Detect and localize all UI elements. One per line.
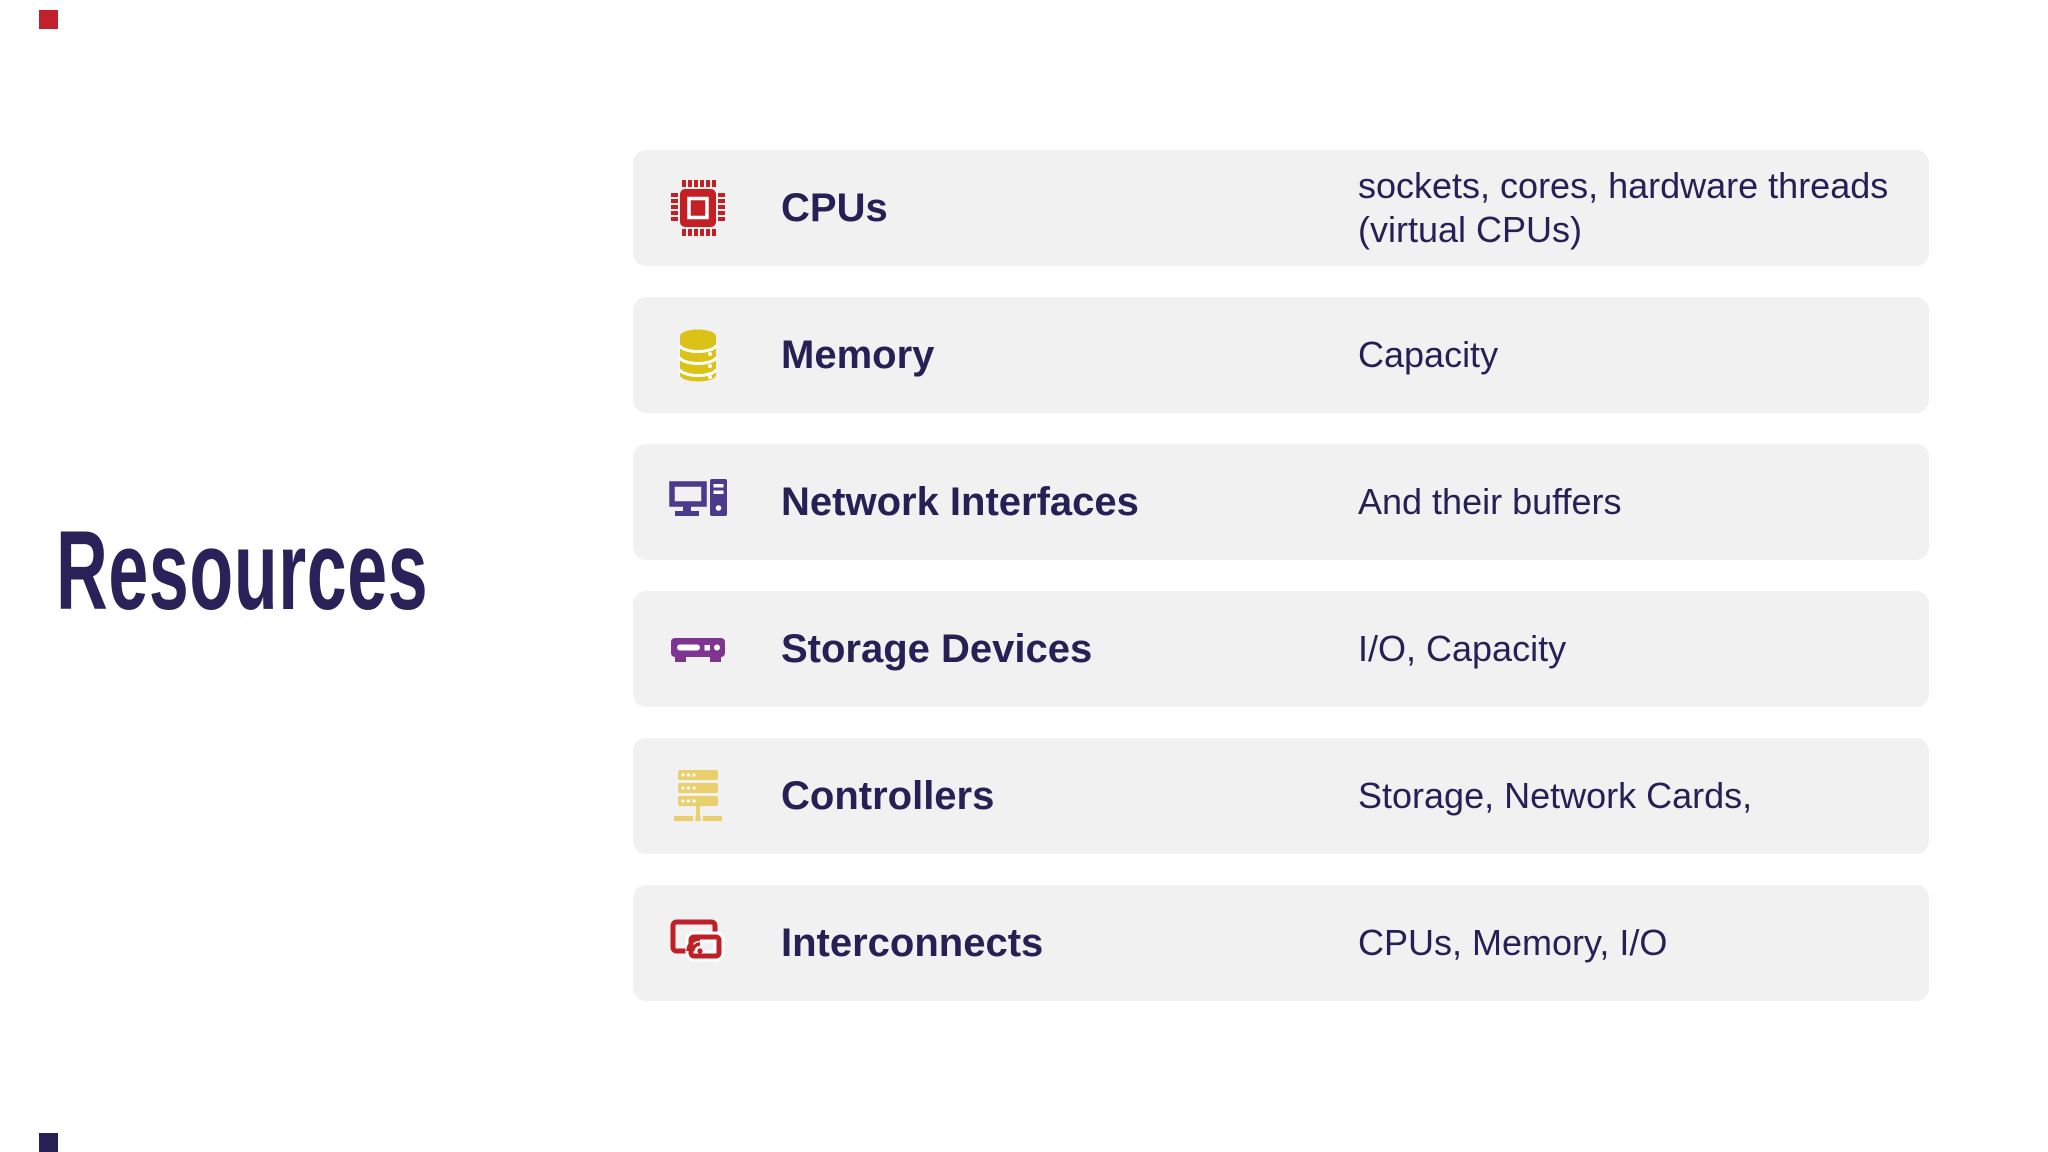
server-rack-icon xyxy=(666,764,730,828)
list-item-memory: Memory Capacity xyxy=(633,297,1929,413)
database-icon xyxy=(666,323,730,387)
page-title: Resources xyxy=(56,508,429,633)
list-item-description: I/O, Capacity xyxy=(1358,628,1567,669)
list-item-interconnects: Interconnects CPUs, Memory, I/O xyxy=(633,885,1929,1001)
list-item-network-interfaces: Network Interfaces And their buffers xyxy=(633,444,1929,560)
cpu-chip-icon xyxy=(666,176,730,240)
bottom-left-accent-square xyxy=(39,1133,58,1152)
list-item-description: CPUs, Memory, I/O xyxy=(1358,922,1668,963)
list-item-description: Storage, Network Cards, xyxy=(1358,775,1753,816)
list-item-label: Network Interfaces xyxy=(781,479,1139,524)
screen-cast-icon xyxy=(666,911,730,975)
list-item-label: Storage Devices xyxy=(781,626,1093,671)
list-item-label: CPUs xyxy=(781,185,888,230)
list-item-label: Controllers xyxy=(781,773,995,818)
desktop-computer-icon xyxy=(666,470,730,534)
list-item-label: Interconnects xyxy=(781,920,1044,965)
resource-list: CPUs sockets, cores, hardware threads (v… xyxy=(633,150,1929,1032)
list-item-description: sockets, cores, hardware threads (virtua… xyxy=(1358,165,1889,250)
list-item-description: Capacity xyxy=(1358,334,1499,375)
list-item-cpus: CPUs sockets, cores, hardware threads (v… xyxy=(633,150,1929,266)
list-item-label: Memory xyxy=(781,332,935,377)
top-left-accent-square xyxy=(39,10,58,29)
storage-drive-icon xyxy=(666,617,730,681)
list-item-storage-devices: Storage Devices I/O, Capacity xyxy=(633,591,1929,707)
list-item-description: And their buffers xyxy=(1358,481,1622,522)
list-item-controllers: Controllers Storage, Network Cards, xyxy=(633,738,1929,854)
